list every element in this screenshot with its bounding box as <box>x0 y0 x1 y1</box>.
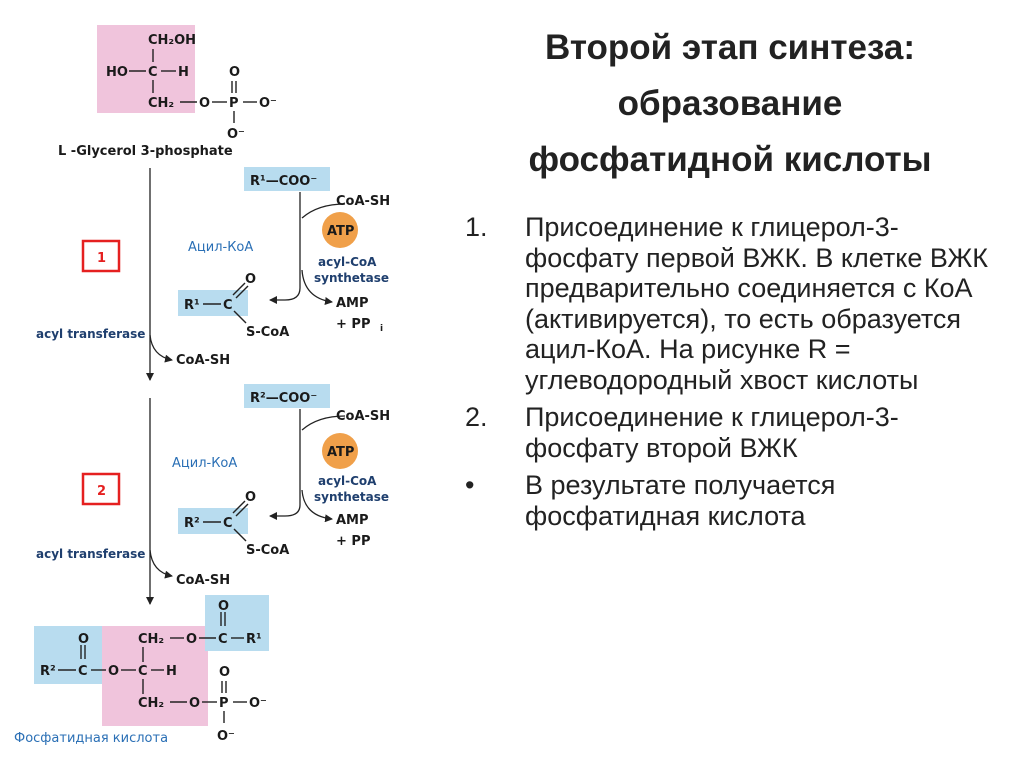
step-1-number: 1 <box>97 251 106 266</box>
step-2-c: C <box>223 516 233 531</box>
step-2-synthetase-l2: synthetase <box>314 490 389 504</box>
product-p-o-minus-bottom: O⁻ <box>217 729 235 744</box>
glycerol-ch2oh: CH₂OH <box>148 33 196 48</box>
step-1-amp: AMP <box>336 296 369 311</box>
list-text: Присоединение к глицерол-3-фосфату второ… <box>525 402 899 463</box>
product-o3: O <box>189 696 200 711</box>
product-o-carbonyl1: O <box>218 599 229 614</box>
product-ch2-bottom: CH₂ <box>138 696 164 711</box>
step-2-amp: AMP <box>336 513 369 528</box>
glycerol-p: P <box>229 96 239 111</box>
list-text: Присоединение к глицерол-3-фосфату перво… <box>525 212 988 395</box>
step-1-c: C <box>223 298 233 313</box>
step-1-atp-circle <box>322 212 358 248</box>
step-description-list: 1. Присоединение к глицерол-3-фосфату пе… <box>465 212 1010 538</box>
product-r2-box <box>34 626 102 684</box>
step-1-synthetase-l1: acyl-CoA <box>318 255 377 269</box>
product-p-o-top: O <box>219 665 230 680</box>
synthesis-diagram: CH₂OH HO C H CH₂ O P O O⁻ O⁻ L -Glycerol… <box>14 25 390 746</box>
step-1-synthetase-l2: synthetase <box>314 271 389 285</box>
step-1-coa-sh-in: CoA-SH <box>336 194 390 209</box>
title-line-2: образование <box>617 84 843 123</box>
title-line-3: фосфатидной кислоты <box>528 140 932 179</box>
product-p-o-minus: O⁻ <box>249 696 267 711</box>
step-2-atp: ATP <box>327 445 354 460</box>
product-r2: R² <box>40 664 56 679</box>
step-2-number: 2 <box>97 484 106 499</box>
r2-acyl-box <box>178 508 248 534</box>
step-2-coa-sh-in: CoA-SH <box>336 409 390 424</box>
step-1-scoa: S-CoA <box>246 325 289 340</box>
r2-coo-box <box>244 384 330 408</box>
list-item: 2. Присоединение к глицерол-3-фосфату вт… <box>465 402 1010 463</box>
step-2-r: R² <box>184 516 200 531</box>
step-2-transferase: acyl transferase <box>36 547 145 561</box>
glycerol-p-o-minus-bottom: O⁻ <box>227 127 245 142</box>
list-marker: 2. <box>465 402 488 432</box>
step-1-pp-sub: i <box>380 324 383 334</box>
r1-coo-box <box>244 167 330 191</box>
glycerol-ch2: CH₂ <box>148 96 174 111</box>
list-marker: 1. <box>465 212 488 242</box>
list-item: 1. Присоединение к глицерол-3-фосфату пе… <box>465 212 1010 395</box>
product-p: P <box>219 696 229 711</box>
product-c1: C <box>218 632 228 647</box>
product-r1-box <box>205 595 269 651</box>
r2-coo: R²—COO⁻ <box>250 391 317 406</box>
product-ch2-top: CH₂ <box>138 632 164 647</box>
step-1-box <box>81 239 121 273</box>
step-1-coa-sh-out: CoA-SH <box>176 353 230 368</box>
step-2-coa-sh-out: CoA-SH <box>176 573 230 588</box>
product-r1: R¹ <box>246 632 262 647</box>
product-glycerol-box <box>102 626 208 726</box>
step-2-atp-circle <box>322 433 358 469</box>
step-2-scoa: S-CoA <box>246 543 289 558</box>
step-1-acyl-coa-label: Ацил-КоА <box>188 240 253 255</box>
glycerol-p-o-top: O <box>229 65 240 80</box>
r1-coo: R¹—COO⁻ <box>250 174 317 189</box>
product-o2: O <box>108 664 119 679</box>
list-text: В результате получается фосфатидная кисл… <box>525 470 836 531</box>
product-o1: O <box>186 632 197 647</box>
list-marker: • <box>465 470 475 500</box>
page-title: Второй этап синтеза: образование фосфати… <box>470 20 990 188</box>
step-2-acyl-coa-label: Ацил-КоА <box>172 456 237 471</box>
glycerol-o: O <box>199 96 210 111</box>
title-line-1: Второй этап синтеза: <box>545 28 915 67</box>
glycerol-c: C <box>148 65 158 80</box>
step-2-synthetase-l1: acyl-CoA <box>318 474 377 488</box>
glycerol-highlight-box <box>97 25 195 113</box>
glycerol-name: L -Glycerol 3-phosphate <box>58 144 233 159</box>
product-name: Фосфатидная кислота <box>14 731 168 746</box>
product-c-center: C <box>138 664 148 679</box>
glycerol-ho: HO <box>106 65 128 80</box>
step-1-r: R¹ <box>184 298 200 313</box>
step-1-transferase: acyl transferase <box>36 327 145 341</box>
list-item: • В результате получается фосфатидная ки… <box>465 470 1010 531</box>
product-h: H <box>166 664 177 679</box>
product-c2: C <box>78 664 88 679</box>
step-2-box <box>81 472 121 506</box>
r1-acyl-box <box>178 290 248 316</box>
step-1-o: O <box>245 272 256 287</box>
step-2-o: O <box>245 490 256 505</box>
step-1-atp: ATP <box>327 224 354 239</box>
step-1-pp: + PP <box>336 317 370 332</box>
glycerol-h: H <box>178 65 189 80</box>
glycerol-p-o-minus: O⁻ <box>259 96 277 111</box>
product-o-carbonyl2: O <box>78 632 89 647</box>
step-2-pp: + PP <box>336 534 370 549</box>
